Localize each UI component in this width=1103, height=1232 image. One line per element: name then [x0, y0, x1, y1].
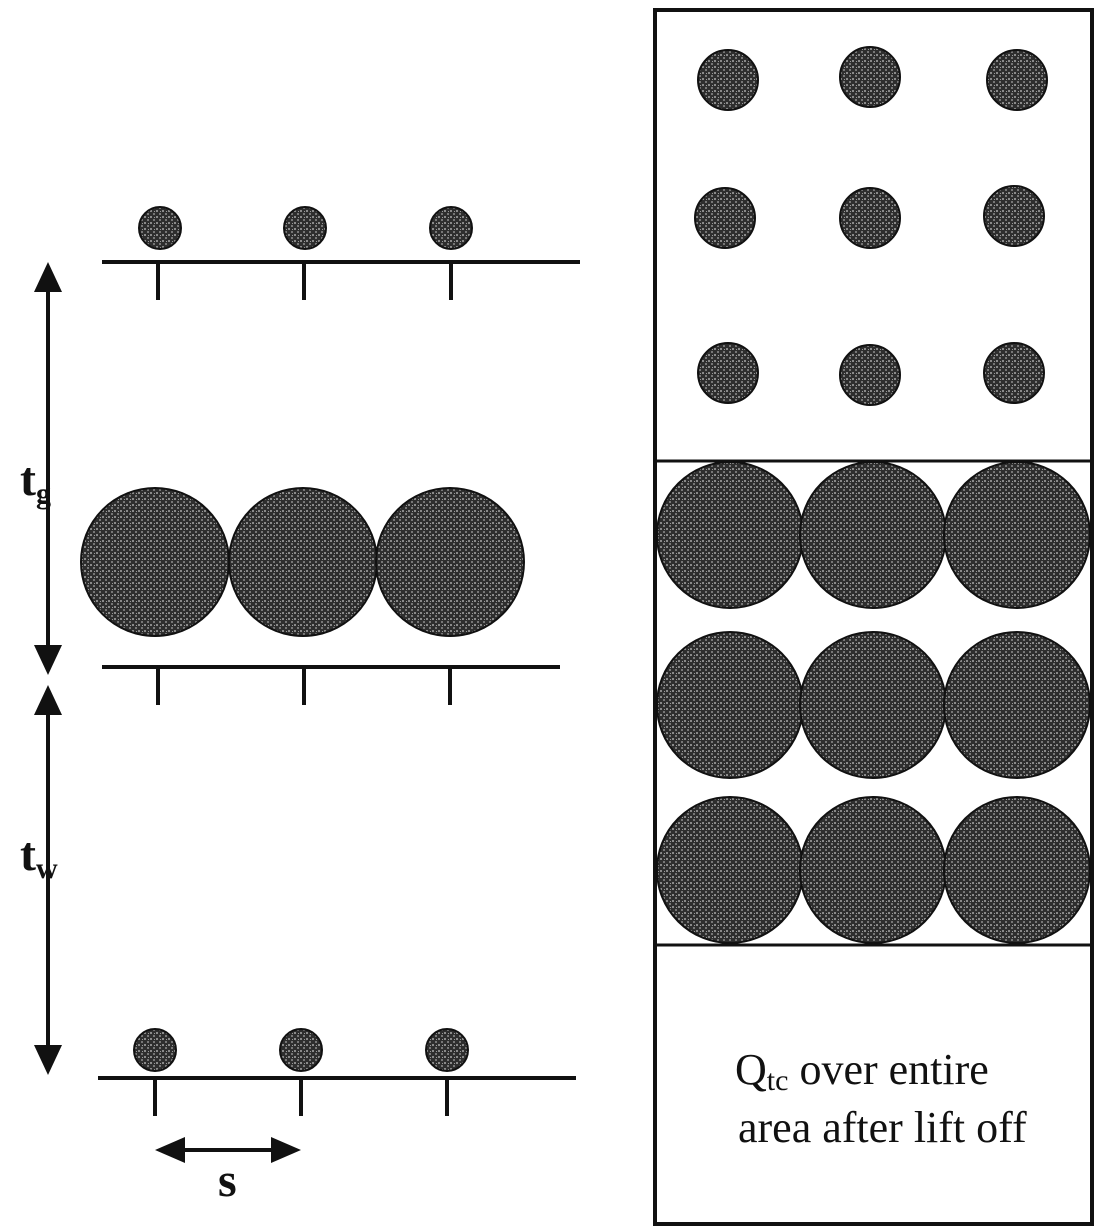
small-bubble — [986, 49, 1048, 111]
departing-bubbles — [80, 487, 525, 637]
large-bubble — [656, 796, 804, 944]
small-bubble — [697, 49, 759, 111]
caption-line-2: area after lift off — [738, 1103, 1027, 1152]
growth-time-arrow — [34, 262, 62, 675]
small-bubble — [983, 342, 1045, 404]
large-bubble — [943, 796, 1091, 944]
small-bubble — [839, 344, 901, 406]
large-bubble — [656, 631, 804, 779]
influence-bubble-grid — [656, 461, 1091, 944]
nucleation-bubble-grid — [694, 46, 1048, 406]
caption-line-1: Qtc over entire — [735, 1045, 989, 1097]
large-bubble — [799, 796, 947, 944]
small-bubble — [283, 206, 327, 250]
small-bubble — [429, 206, 473, 250]
arrowhead-down-icon — [34, 1045, 62, 1075]
small-bubble — [133, 1028, 177, 1072]
small-bubble — [697, 342, 759, 404]
waiting-time-arrow — [34, 685, 62, 1075]
arrowhead-right-icon — [271, 1137, 301, 1163]
large-bubble — [656, 461, 804, 609]
large-bubble — [943, 631, 1091, 779]
arrowhead-left-icon — [155, 1137, 185, 1163]
large-bubble — [375, 487, 525, 637]
small-bubble — [138, 206, 182, 250]
surface-bottom — [98, 1028, 576, 1116]
small-bubble — [839, 46, 901, 108]
small-bubble — [694, 187, 756, 249]
surface-middle — [102, 665, 560, 705]
large-bubble — [799, 631, 947, 779]
large-bubble — [80, 487, 230, 637]
small-bubble — [425, 1028, 469, 1072]
small-bubble — [839, 187, 901, 249]
surface-top — [102, 206, 580, 300]
arrowhead-up-icon — [34, 262, 62, 292]
tg-label: tg — [20, 453, 51, 510]
large-bubble — [799, 461, 947, 609]
right-panel: Qtc over entire area after lift off — [653, 8, 1094, 1226]
small-bubble — [983, 185, 1045, 247]
s-label: s — [218, 1154, 237, 1207]
left-panel: tg tw — [20, 206, 580, 1207]
tw-label: tw — [20, 828, 58, 885]
arrowhead-up-icon — [34, 685, 62, 715]
heated-area-frame — [653, 8, 1094, 1226]
large-bubble — [228, 487, 378, 637]
arrowhead-down-icon — [34, 645, 62, 675]
large-bubble — [943, 461, 1091, 609]
spacing-arrow — [155, 1137, 301, 1163]
small-bubble — [279, 1028, 323, 1072]
